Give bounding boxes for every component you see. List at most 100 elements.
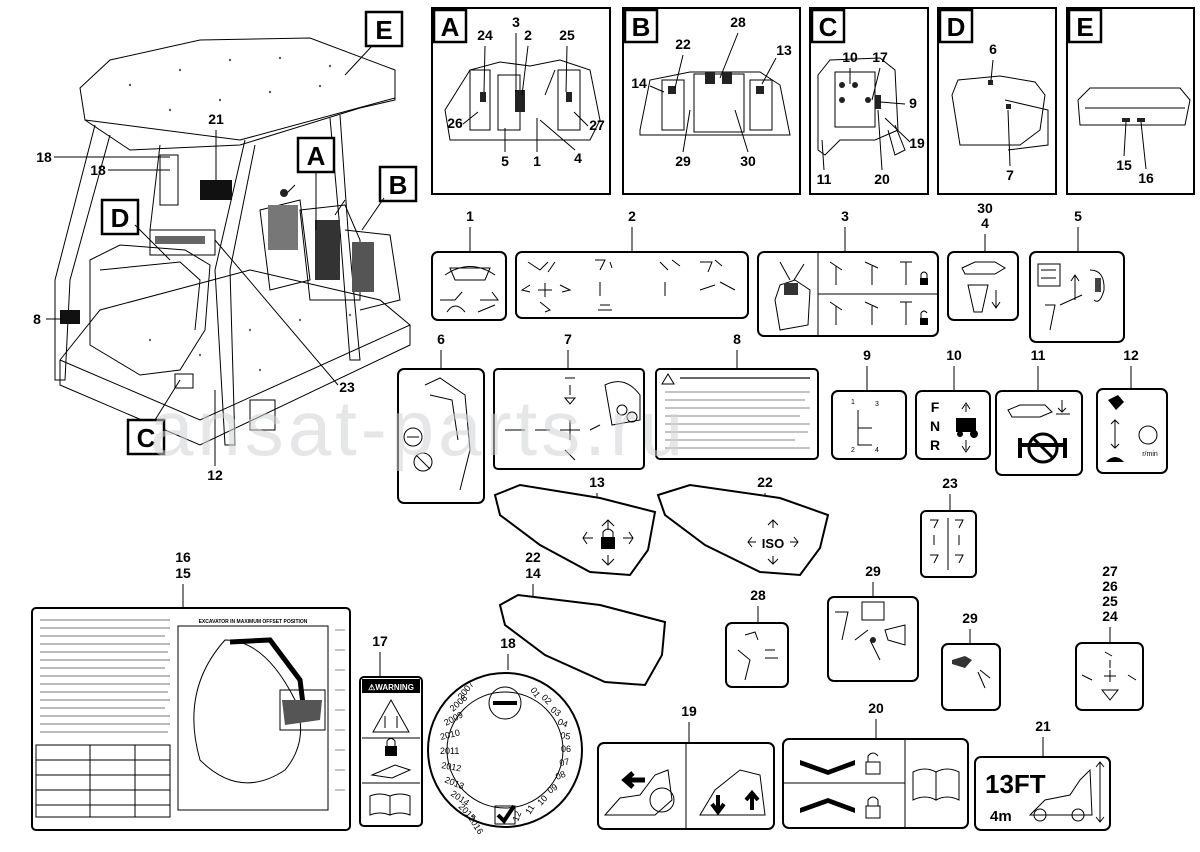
cab-letter-a: A [307,141,326,171]
view-b-sketch [639,71,791,136]
cab-callout-8: 8 [33,311,41,327]
decal-22-14: 22 14 [498,549,667,687]
svg-text:F: F [931,399,940,415]
decal-1: 1 [431,208,507,321]
callout-14: 14 [631,75,647,91]
callout-5: 5 [501,153,509,169]
svg-text:03: 03 [549,704,563,718]
decal-12-number: 12 [1123,347,1139,363]
decal-20: 20 [782,700,969,829]
decal-6: 6 [397,331,485,504]
callout-16: 16 [1138,170,1154,186]
callout-1: 1 [533,153,541,169]
view-d-letter: D [947,12,966,42]
cab-letter-b: B [389,170,408,200]
decal-18-number: 18 [500,635,516,651]
view-a-letter: A [441,12,460,42]
decal-7: 7 [493,331,645,470]
callout-29: 29 [675,153,691,169]
callout-25: 25 [559,27,575,43]
decal-9: 9 1 3 2 4 [831,347,907,460]
decal-7-number: 7 [564,331,572,347]
height-m: 4m [990,808,1012,825]
cab-callouts: E A B D C 21 18 18 8 23 12 [33,10,418,483]
decal-28: 28 [725,587,789,688]
callout-17: 17 [872,49,888,65]
decal-4-number: 4 [981,215,989,231]
decal-10: 10 F N R [915,347,991,460]
decal-23-number: 23 [942,475,958,491]
decal-5-number: 5 [1074,208,1082,224]
decal-11: 11 [995,347,1083,476]
svg-text:06: 06 [561,744,571,754]
book-icon [912,768,960,801]
view-d-sketch [951,75,1049,151]
cab-callout-18b: 18 [90,162,106,178]
svg-text:N: N [930,418,940,434]
decal-30-number: 30 [977,200,993,216]
checkmark-icon [494,804,516,825]
callout-24: 24 [477,27,493,43]
book-icon [369,793,411,816]
decal-27-24: 27 26 25 24 [1075,563,1144,711]
callout-10: 10 [842,49,858,65]
svg-text:4: 4 [875,447,879,454]
svg-text:1: 1 [851,399,855,406]
cab-callout-12: 12 [207,467,223,483]
decal-12: 12 r/min [1096,347,1168,474]
rabbit-icon [1108,395,1124,410]
decal-20-number: 20 [868,700,884,716]
svg-text:2: 2 [851,447,855,454]
decal-15-number: 15 [175,565,191,581]
callout-4: 4 [574,150,582,166]
callout-2: 2 [524,27,532,43]
callout-9: 9 [909,95,917,111]
svg-text:09: 09 [546,782,560,796]
decal-21: 21 13FT 4m [974,718,1111,831]
decal-22-number: 22 [757,474,773,490]
turtle-icon [1106,457,1124,462]
decal-23: 23 [920,475,977,578]
cab-callout-21: 21 [208,111,224,127]
rpm-label: r/min [1142,451,1158,458]
svg-text:04: 04 [556,717,569,730]
cab-letter-c: C [137,423,156,453]
svg-text:08: 08 [554,769,567,782]
decal-11-number: 11 [1031,347,1046,363]
decal-13-number: 13 [589,474,605,490]
unlock-icon [865,752,881,775]
warning-triangle-icon [372,698,410,733]
callout-13: 13 [776,42,792,58]
decal-24-number: 24 [1102,608,1118,624]
cab-callout-18a: 18 [36,149,52,165]
callout-20: 20 [874,171,890,187]
decal-16-15: 16 15 EXCAVATOR IN MAXIMUM OFFSET POSITI… [31,549,351,831]
decal-3: 3 [757,208,939,337]
decal-2: 2 [515,208,749,319]
callout-27: 27 [589,117,605,133]
decal-9-number: 9 [863,347,871,363]
decal-29a-number: 29 [865,563,881,579]
decal-17-number: 17 [372,633,388,649]
callout-3: 3 [512,14,520,30]
decal-22b-number: 22 [525,549,541,565]
svg-text:2011: 2011 [440,746,459,756]
decal-5: 5 [1029,208,1125,343]
view-e-letter: E [1076,12,1093,42]
decal-27-number: 27 [1102,563,1118,579]
decal-17: 17 ⚠WARNING [359,633,423,827]
cab-letter-d: D [111,203,130,233]
warning-label: ⚠WARNING [368,683,414,692]
svg-text:07: 07 [559,756,571,768]
view-c: C 10 17 9 11 20 19 [809,7,929,195]
view-a: A 24 3 2 25 26 5 1 4 27 [431,7,611,195]
decal-18: 18 2007 2008 2009 2010 2011 2012 2013 20… [427,635,583,836]
decal-1-number: 1 [466,208,474,224]
view-e: E 15 16 [1066,7,1195,195]
decal-14-number: 14 [525,565,541,581]
decal-10-number: 10 [946,347,962,363]
svg-text:2010: 2010 [439,727,461,742]
decal-8: 8 [655,331,819,460]
decal-3-number: 3 [841,208,849,224]
